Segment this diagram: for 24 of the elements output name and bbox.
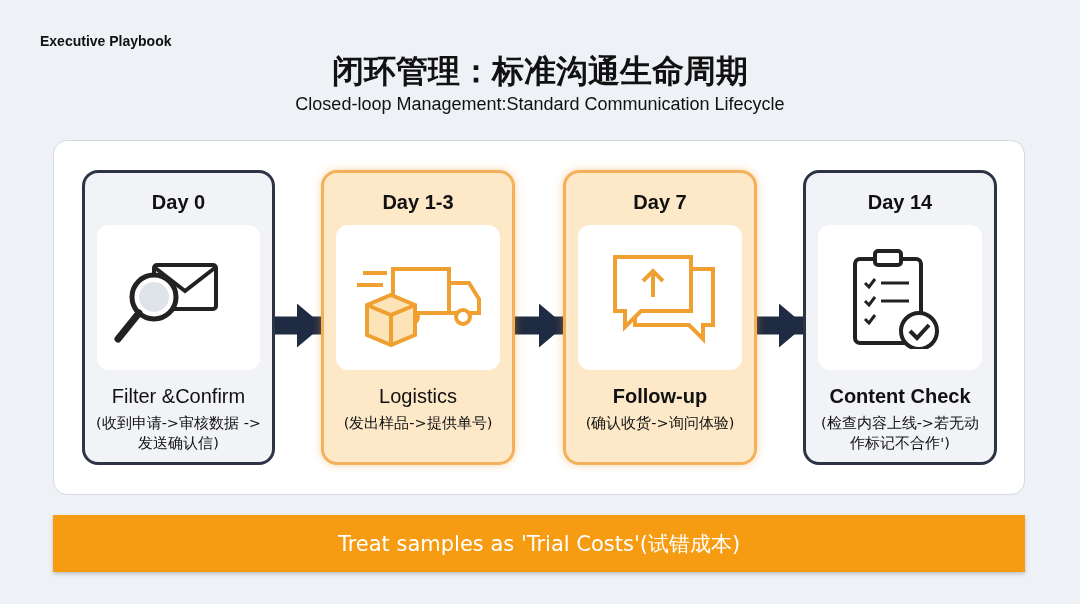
step-card — [321, 170, 515, 465]
step-title: Logistics — [378, 385, 458, 408]
banner — [53, 515, 1025, 572]
day-label: Day 7 — [632, 191, 688, 214]
step-title: Content Check — [828, 385, 972, 408]
step-card — [563, 170, 757, 465]
banner-text: Treat samples as 'Trial Costs'(试错成本) — [337, 530, 741, 558]
step-description: (发出样品->提供单号) — [342, 414, 494, 433]
step-title: Filter &Confirm — [110, 385, 247, 408]
day-label: Day 1-3 — [381, 191, 455, 214]
day-label: Day 14 — [866, 191, 934, 214]
arrow — [275, 303, 323, 348]
step-title: Follow-up — [611, 385, 709, 408]
header-label: Executive Playbook — [40, 33, 173, 49]
subtitle: Closed-loop Management:Standard Communication Lifecycle — [294, 94, 786, 115]
step-description: (收到申请->审核数据 ->发送确认信) — [95, 414, 262, 453]
arrow — [757, 303, 805, 348]
title: 闭环管理：标准沟通生命周期 — [331, 51, 749, 92]
day-label: Day 0 — [150, 191, 207, 214]
step-description: (确认收货->询问体验) — [584, 414, 736, 433]
step-card — [803, 170, 997, 465]
step-description: (检查内容上线->若无动作标记不合作') — [819, 414, 980, 453]
arrow — [515, 303, 565, 348]
step-card — [82, 170, 275, 465]
